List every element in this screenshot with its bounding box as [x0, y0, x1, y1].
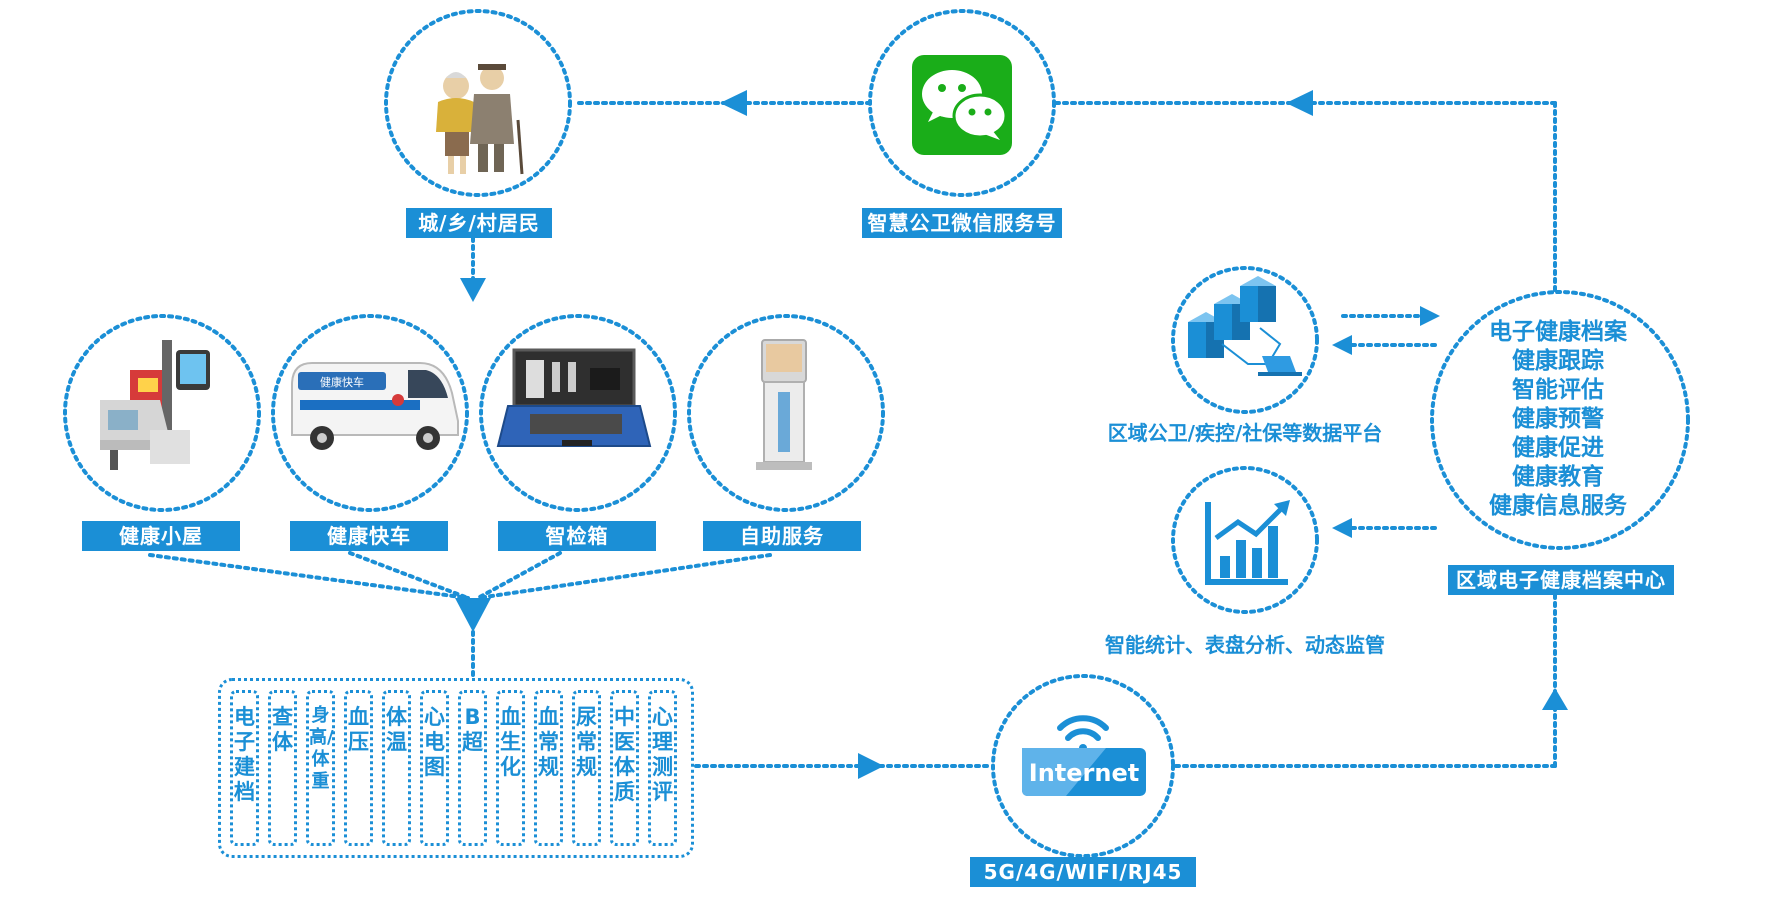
arrowhead-right-up: [1542, 688, 1568, 710]
medical-case-icon: [496, 348, 652, 447]
arrowhead-to-internet: [858, 753, 884, 779]
connector-self-fan: [476, 553, 772, 600]
health-van-circle: [271, 314, 469, 512]
arrowhead-platform-in: [1332, 335, 1352, 355]
health-van-label: 健康快车: [290, 521, 448, 551]
self-service-circle: [687, 314, 885, 512]
arrowhead-top-left: [1286, 90, 1313, 116]
bar-chart-icon: [1205, 500, 1290, 585]
test-item: 血常规: [534, 690, 563, 846]
van-text: 健康快车: [320, 375, 364, 389]
tests-panel: [218, 678, 694, 858]
record-center-services: 电子健康档案 健康跟踪 智能评估 健康预警 健康促进 健康教育 健康信息服务: [1448, 318, 1668, 521]
test-item: 身高/体重: [306, 690, 335, 846]
internet-label: 5G/4G/WIFI/RJ45: [970, 857, 1196, 887]
service-item: 电子健康档案: [1489, 319, 1627, 345]
ambulance-van-icon: 健康快车: [291, 362, 459, 450]
arrowhead-residents-down: [460, 278, 486, 302]
wechat-circle: [868, 9, 1056, 197]
health-hut-label: 健康小屋: [82, 521, 240, 551]
self-service-terminal-icon: [756, 339, 812, 470]
service-item: 健康预警: [1512, 406, 1604, 432]
check-box-circle: [479, 314, 677, 512]
connector-hut-fan: [148, 553, 470, 600]
elderly-couple-icon: [436, 64, 524, 175]
test-item: 心理测评: [648, 690, 677, 846]
platform-label: 区域公卫/疾控/社保等数据平台: [1107, 421, 1383, 445]
arrowhead-stats: [1332, 518, 1352, 538]
test-item: 血压: [344, 690, 373, 846]
test-item: 尿常规: [572, 690, 601, 846]
wechat-icon: [912, 55, 1012, 155]
internet-badge: Internet: [1022, 748, 1146, 796]
stats-circle: [1171, 466, 1319, 614]
health-hut-circle: [63, 314, 261, 512]
wifi-icon: [1057, 715, 1109, 752]
test-item: 体温: [382, 690, 411, 846]
arrowhead-fan-down: [455, 598, 491, 632]
residents-label: 城/乡/村居民: [406, 208, 552, 238]
connector-box-fan: [476, 551, 562, 600]
test-item: 血生化: [496, 690, 525, 846]
service-item: 健康促进: [1512, 435, 1604, 461]
check-box-label: 智检箱: [498, 521, 656, 551]
service-item: 健康信息服务: [1489, 493, 1627, 519]
arrowhead-platform-out: [1420, 306, 1440, 326]
arrowhead-to-residents: [720, 90, 747, 116]
internet-circle: [991, 674, 1175, 858]
test-item: 电子建档: [230, 690, 259, 846]
service-item: 健康教育: [1512, 464, 1604, 490]
internet-badge-text: Internet: [1029, 759, 1139, 787]
stats-label: 智能统计、表盘分析、动态监管: [1105, 633, 1385, 657]
test-item: B超: [458, 690, 487, 846]
servers-icon: [1188, 276, 1302, 376]
platform-circle: [1171, 266, 1319, 414]
test-item: 中医体质: [610, 690, 639, 846]
test-item: 查体: [268, 690, 297, 846]
connector-van-fan: [348, 551, 470, 600]
test-item: 心电图: [420, 690, 449, 846]
wechat-label: 智慧公卫微信服务号: [862, 208, 1062, 238]
service-item: 健康跟踪: [1512, 348, 1604, 374]
residents-circle: [384, 9, 572, 197]
health-kiosk-icon: [100, 340, 210, 470]
record-center-label: 区域电子健康档案中心: [1448, 565, 1674, 595]
self-service-label: 自助服务: [703, 521, 861, 551]
service-item: 智能评估: [1512, 377, 1604, 403]
record-center-circle: [1430, 290, 1690, 550]
